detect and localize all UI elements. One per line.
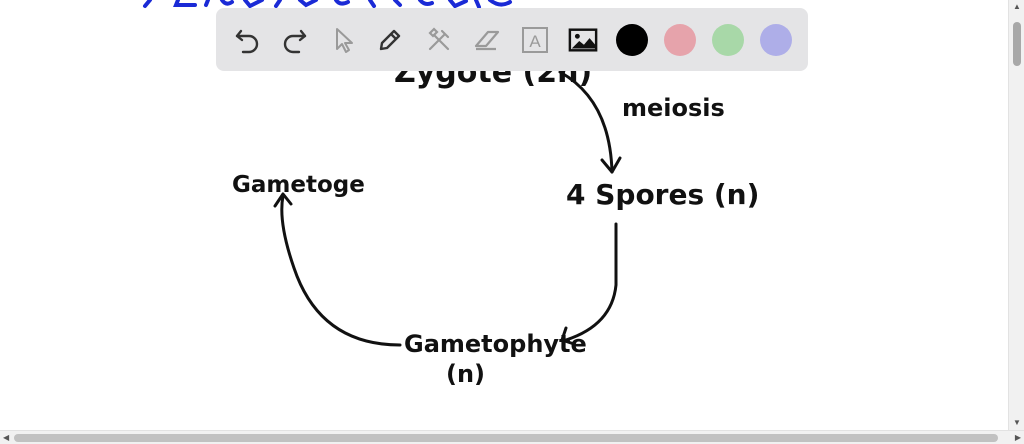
color-swatch-black[interactable] xyxy=(616,24,648,56)
whiteboard-drawing: Zygote (2n) meiosis 4 Spores (n) Gametog… xyxy=(143,0,759,388)
tools-icon xyxy=(428,27,450,51)
meiosis-label: meiosis xyxy=(622,94,725,122)
select-tool-button[interactable] xyxy=(329,25,359,55)
spores-to-gametophyte-arrowhead xyxy=(560,326,576,346)
text-box-icon: A xyxy=(522,27,548,53)
gametophyte-to-gametoge-arrow xyxy=(280,194,402,347)
drawing-toolbar: A xyxy=(216,8,808,71)
shapes-tool-button[interactable] xyxy=(424,25,454,55)
pen-tool-button[interactable] xyxy=(375,25,405,55)
eraser-tool-button[interactable] xyxy=(472,25,502,55)
spores-label: 4 Spores (n) xyxy=(566,178,759,211)
meiosis-arrow xyxy=(558,70,614,174)
image-tool-button[interactable] xyxy=(568,25,598,55)
gametophyte-label: Gametophyte xyxy=(404,330,587,358)
undo-icon xyxy=(235,29,259,54)
spores-to-gametophyte-arrow xyxy=(564,222,618,342)
text-tool-glyph: A xyxy=(529,32,541,51)
horizontal-scrollbar[interactable]: ◀ ▶ xyxy=(0,430,1024,444)
gametoge-label: Gametoge xyxy=(232,172,365,198)
pencil-icon xyxy=(379,29,401,51)
gametophyte-to-gametoge-arrowhead xyxy=(273,192,293,208)
vertical-scrollbar[interactable]: ▲ ▼ xyxy=(1008,0,1024,430)
image-icon xyxy=(568,28,598,52)
vertical-scroll-thumb[interactable] xyxy=(1013,22,1021,66)
cursor-arrow-icon xyxy=(336,28,353,53)
scroll-up-arrow-icon[interactable]: ▲ xyxy=(1013,2,1021,11)
color-swatch-green[interactable] xyxy=(712,24,744,56)
undo-button[interactable] xyxy=(232,25,262,55)
redo-icon xyxy=(283,29,307,54)
header-handwriting xyxy=(143,0,512,9)
gametophyte-ploidy-label: (n) xyxy=(446,360,485,388)
drawing-canvas[interactable]: Zygote (2n) meiosis 4 Spores (n) Gametog… xyxy=(0,0,1008,430)
meiosis-arrowhead xyxy=(600,156,622,174)
scroll-left-arrow-icon[interactable]: ◀ xyxy=(3,433,10,442)
scroll-right-arrow-icon[interactable]: ▶ xyxy=(1014,433,1021,442)
color-swatch-red[interactable] xyxy=(664,24,696,56)
eraser-icon xyxy=(474,30,500,51)
scroll-down-arrow-icon[interactable]: ▼ xyxy=(1013,418,1021,427)
horizontal-scroll-thumb[interactable] xyxy=(14,434,998,442)
redo-button[interactable] xyxy=(280,25,310,55)
text-tool-button[interactable]: A xyxy=(520,25,550,55)
color-swatch-blue[interactable] xyxy=(760,24,792,56)
